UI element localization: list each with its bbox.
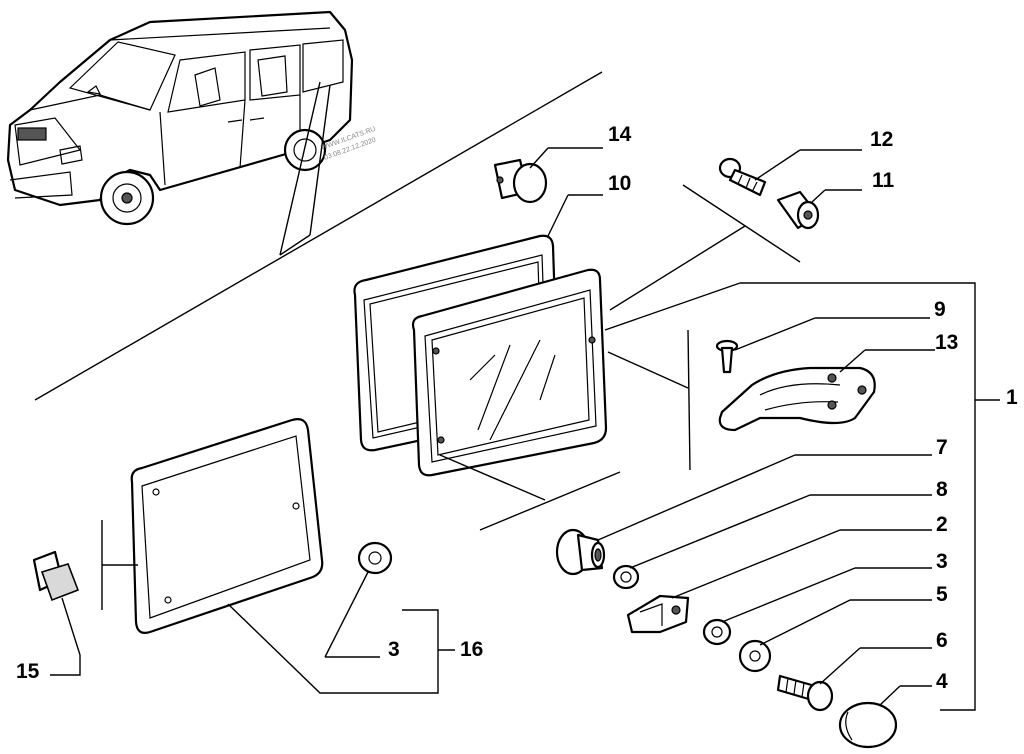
callout-9: 9 — [934, 298, 946, 321]
part-5-washer — [738, 639, 772, 673]
part-8-washer — [612, 564, 640, 590]
part-11-nut — [776, 190, 820, 230]
callout-5: 5 — [936, 583, 948, 606]
callout-13: 13 — [935, 331, 958, 354]
callout-15: 15 — [16, 660, 40, 683]
part-14-clip — [493, 158, 548, 204]
part-3-washer-left — [357, 541, 393, 575]
callout-labels: 14 10 12 11 9 13 1 7 8 2 3 5 6 4 3 16 15 — [16, 123, 1018, 693]
part-12-bolt — [718, 157, 767, 197]
callout-3-right: 3 — [936, 550, 948, 573]
part-6-screw — [776, 674, 834, 712]
part-16-panel — [130, 418, 324, 634]
callout-11: 11 — [872, 169, 895, 192]
callout-leaders — [50, 147, 1000, 711]
callout-2: 2 — [936, 513, 948, 536]
callout-10: 10 — [608, 172, 631, 195]
glass-assembly — [411, 268, 608, 477]
callout-4: 4 — [936, 670, 948, 693]
part-2-bracket — [626, 594, 690, 634]
leader-lines — [34, 71, 603, 401]
callout-14: 14 — [608, 123, 632, 146]
callout-3-left: 3 — [388, 638, 400, 661]
part-3-washer-right — [702, 618, 732, 646]
vehicle-illustration — [6, 10, 354, 226]
callout-8: 8 — [936, 478, 948, 501]
callout-16: 16 — [460, 638, 483, 661]
callout-7: 7 — [936, 436, 948, 459]
part-7-grommet — [555, 528, 606, 576]
part-4-cap — [838, 701, 898, 749]
part-13-hinge — [718, 366, 876, 432]
callout-12: 12 — [870, 128, 893, 151]
callout-6: 6 — [936, 629, 948, 652]
part-9-pin — [715, 339, 739, 374]
callout-1: 1 — [1006, 386, 1018, 409]
part-15-clip — [32, 550, 80, 602]
